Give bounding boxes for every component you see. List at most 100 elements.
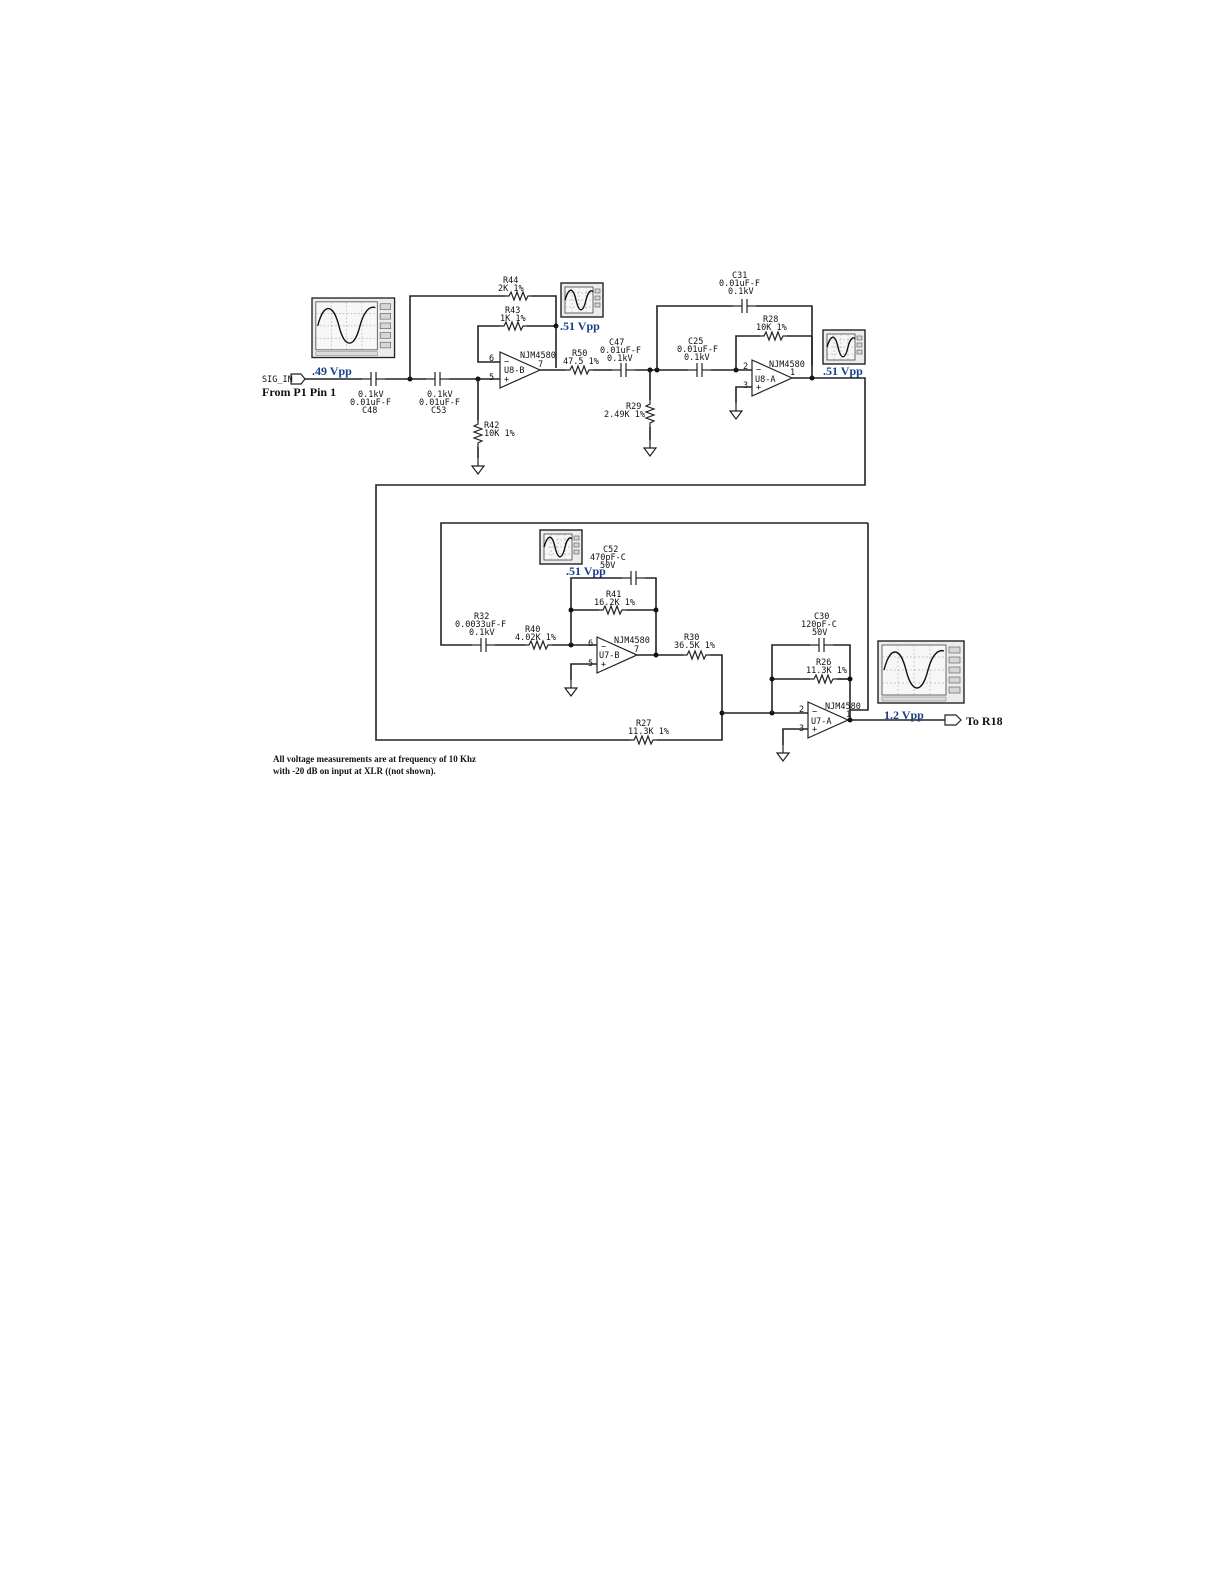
junction [769, 676, 775, 682]
wire [771, 644, 810, 713]
u8a-pin-noninv: 3 [743, 381, 748, 391]
c25-rating: 0.1kV [684, 353, 710, 363]
r29-ref: R29 [626, 402, 641, 412]
capacitor-c31 [732, 298, 757, 314]
resistor-r27 [629, 735, 658, 745]
r28-value: 10K 1% [756, 323, 787, 333]
c53-ref: C53 [431, 406, 446, 416]
u8a-ref: U8-A [755, 375, 775, 385]
capacitor-c30 [809, 637, 834, 653]
r50-value: 47.5 1% [563, 357, 599, 367]
wire [735, 335, 760, 370]
r44-value: 2K 1% [498, 284, 524, 294]
ground-icon [776, 744, 790, 762]
u8b-ref: U8-B [504, 366, 524, 376]
oscilloscope-icon [560, 282, 604, 318]
measurement-note-line1: All voltage measurements are at frequenc… [273, 754, 476, 764]
c52-value: 470pF-C [590, 553, 626, 563]
capacitor-c48 [361, 371, 386, 387]
resistor-r50 [565, 365, 594, 375]
oscilloscope-icon [822, 329, 866, 365]
c48-value: 0.01uF-F [350, 398, 391, 408]
r29-value: 2.49K 1% [604, 410, 645, 420]
r27-ref: R27 [636, 719, 651, 729]
u7a-ref: U7-A [811, 717, 831, 727]
r27-value: 11.3K 1% [628, 727, 669, 737]
c25-ref: C25 [688, 337, 703, 347]
ground-icon [564, 679, 578, 697]
r32-ref: R32 [474, 612, 489, 622]
input-connector: SIG_IN From P1 Pin 1 [262, 373, 336, 399]
measurement-label: .51 Vpp [560, 319, 600, 333]
ground-icon [471, 457, 485, 475]
wire [375, 377, 866, 741]
r26-ref: R26 [816, 658, 831, 668]
r42-ref: R42 [484, 421, 499, 431]
input-source-label: From P1 Pin 1 [262, 385, 336, 399]
ground-icon [729, 402, 743, 420]
c30-ref: C30 [814, 612, 829, 622]
r43-ref: R43 [505, 306, 520, 316]
r44-ref: R44 [503, 276, 518, 286]
r28-ref: R28 [763, 315, 778, 325]
oscilloscope-icon [311, 297, 396, 359]
wire [710, 654, 723, 713]
r32-value: 0.0033uF-F [455, 620, 506, 630]
c47-value: 0.01uF-F [600, 346, 641, 356]
r41-value: 16.2K 1% [594, 598, 635, 608]
measurement-label: 1.2 Vpp [884, 708, 924, 722]
capacitor-c25 [687, 362, 712, 378]
c47-rating: 0.1kV [607, 354, 633, 364]
wire [409, 295, 505, 379]
r32-rating: 0.1kV [469, 628, 495, 638]
r41-ref: R41 [606, 590, 621, 600]
wire [657, 713, 723, 741]
c48-ref: C48 [362, 406, 377, 416]
capacitor-c47 [611, 362, 636, 378]
c30-value: 120pF-C [801, 620, 837, 630]
measurement-label: .51 Vpp [823, 364, 863, 378]
junction [653, 607, 659, 613]
resistor-r29 [645, 399, 655, 428]
c47-ref: C47 [609, 338, 624, 348]
c31-rating: 0.1kV [728, 287, 754, 297]
u8a-part: NJM4580 [769, 360, 805, 370]
resistor-r26 [809, 674, 838, 684]
u7b-pin-out: 7 [634, 645, 639, 655]
input-label: SIG_IN [262, 375, 293, 385]
output-label: To R18 [966, 714, 1003, 728]
wire [782, 728, 808, 745]
capacitor-r32 [471, 637, 496, 653]
c52-rating: 50V [600, 561, 615, 571]
capacitor-c52 [621, 570, 646, 586]
wire [645, 577, 657, 655]
ground-icon [643, 439, 657, 457]
u7a-part: NJM4580 [825, 702, 861, 712]
resistor-r42 [473, 419, 483, 448]
measurement-note-line2: with -20 dB on input at XLR ((not shown)… [273, 766, 436, 776]
output-connector: To R18 [944, 714, 1003, 728]
u8b-pin-noninv: 5 [489, 373, 494, 383]
c52-ref: C52 [603, 545, 618, 555]
c25-value: 0.01uF-F [677, 345, 718, 355]
wire [570, 577, 622, 645]
junction [847, 717, 853, 723]
r26-value: 11.3K 1% [806, 666, 847, 676]
c48-rating: 0.1kV [358, 390, 384, 400]
wire [532, 295, 557, 326]
wire [833, 644, 851, 720]
junction [653, 652, 659, 658]
c30-rating: 50V [812, 628, 827, 638]
r50-ref: R50 [572, 349, 587, 359]
wire [477, 325, 500, 363]
oscilloscope-icon [539, 529, 583, 565]
r42-value: 10K 1% [484, 429, 515, 439]
r40-value: 4.02K 1% [515, 633, 556, 643]
r43-value: 1K 1% [500, 314, 526, 324]
u8b-pin-out: 7 [538, 360, 543, 370]
u7b-pin-inv: 6 [588, 639, 593, 649]
r40-ref: R40 [525, 625, 540, 635]
u7a-pin-inv: 2 [799, 705, 804, 715]
wire [850, 523, 869, 711]
u8b-pin-inv: 6 [489, 354, 494, 364]
